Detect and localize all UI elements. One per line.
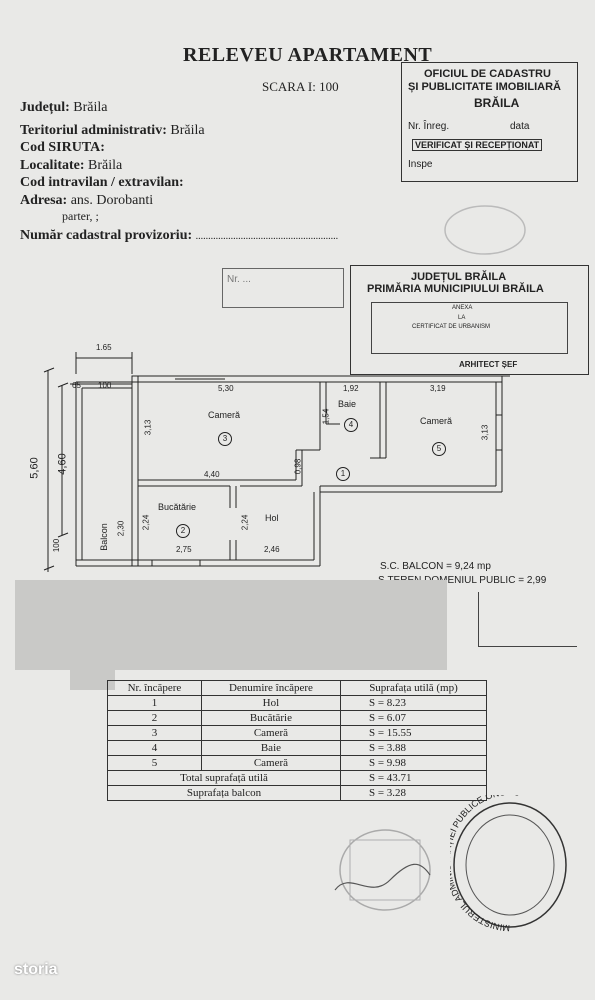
- dim-2-75: 2,75: [176, 545, 192, 554]
- room-label-balcon: Balcon: [98, 523, 109, 551]
- sc-balcon-note: S.C. BALCON = 9,24 mp: [380, 561, 491, 572]
- dim-4-40: 4,40: [204, 470, 220, 479]
- room-number-4: 4: [344, 418, 358, 432]
- room-number-5: 5: [432, 442, 446, 456]
- faint-oval-stamp-icon: [444, 205, 526, 255]
- dim-1-54: 1,54: [321, 408, 331, 425]
- dim-65: 65: [72, 381, 81, 390]
- table-cell: S = 6.07: [339, 710, 488, 726]
- room-number-3: 3: [218, 432, 232, 446]
- table-row: 3 Cameră S = 15.55: [107, 725, 488, 741]
- room-label-baie: Baie: [338, 399, 357, 409]
- dim-5-60: 5,60: [28, 457, 41, 479]
- dim-1-65: 1.65: [96, 343, 112, 352]
- field-intravilan: Cod intravilan / extravilan:: [20, 175, 184, 190]
- dim-4-60: 4,60: [56, 453, 69, 475]
- document-title: RELEVEU APARTAMENT: [183, 44, 433, 66]
- dim-3-13-right: 3,13: [480, 424, 490, 441]
- field-adresa-line2: parter, ;: [62, 209, 99, 223]
- table-cell: S = 8.23: [339, 695, 488, 711]
- table-cell: S = 3.88: [339, 740, 488, 756]
- redacted-area-2: [70, 670, 115, 690]
- table-row: 1 Hol S = 8.23: [107, 695, 488, 711]
- room-label-hol: Hol: [265, 513, 279, 523]
- field-teritoriu: Teritoriul administrativ: Brăila: [20, 123, 205, 138]
- field-siruta: Cod SIRUTA:: [20, 140, 105, 155]
- field-localitate: Localitate: Brăila: [20, 158, 123, 173]
- ministry-seal-icon: MINISTERUL ADMINISTRAȚIEI PUBLICE ONCGC: [450, 795, 567, 933]
- table-cell: Baie: [200, 740, 341, 756]
- dim-100-top: 100: [98, 381, 112, 390]
- room-label-camera-5: Cameră: [420, 416, 453, 426]
- faint-stamp-icon: [334, 829, 431, 911]
- table-header-row: Nr. încăpere Denumire încăpere Suprafața…: [107, 680, 488, 696]
- table-cell: Hol: [200, 695, 341, 711]
- balcon-value: S = 3.28: [339, 785, 488, 801]
- table-header: Nr. încăpere: [107, 680, 202, 696]
- small-faint-stamp: Nr. ...: [222, 268, 344, 308]
- table-cell: 1: [107, 695, 202, 711]
- redacted-area: [15, 580, 447, 670]
- total-label: Total suprafață utilă: [107, 770, 341, 786]
- table-cell: 2: [107, 710, 202, 726]
- total-value: S = 43.71: [339, 770, 488, 786]
- primarie-inner-box: ANEXA LA CERTIFICAT DE URBANISM: [371, 302, 568, 354]
- table-cell: 4: [107, 740, 202, 756]
- room-label-bucatarie: Bucătărie: [158, 502, 197, 512]
- table-cell: 5: [107, 755, 202, 771]
- table-row: 5 Cameră S = 9.98: [107, 755, 488, 771]
- dim-1-92: 1,92: [343, 384, 359, 393]
- table-cell: Cameră: [200, 755, 341, 771]
- table-cell: Cameră: [200, 725, 341, 741]
- room-number-1: 1: [336, 467, 350, 481]
- table-header: Denumire încăpere: [200, 680, 341, 696]
- dim-0-98: 0,98: [293, 458, 303, 475]
- table-header: Suprafața utilă (mp): [339, 680, 488, 696]
- floor-plan: [43, 352, 510, 602]
- ocpi-stamp: OFICIUL DE CADASTRU ȘI PUBLICITATE IMOBI…: [401, 62, 578, 182]
- dim-5-30: 5,30: [218, 384, 234, 393]
- dim-100-left: 100: [52, 538, 62, 553]
- s-teren-note: S.TEREN DOMENIUL PUBLIC = 2,99: [378, 575, 547, 586]
- table-cell: S = 15.55: [339, 725, 488, 741]
- document-scale: SCARA I: 100: [262, 79, 339, 94]
- table-row: 4 Baie S = 3.88: [107, 740, 488, 756]
- primarie-stamp: JUDEȚUL BRĂILA PRIMĂRIA MUNICIPIULUI BRĂ…: [350, 265, 589, 375]
- field-judet: Județul: Brăila: [20, 100, 108, 115]
- room-label-camera-3: Cameră: [208, 410, 241, 420]
- field-adresa: Adresa: ans. Dorobanti: [20, 193, 154, 208]
- dim-3-13-left: 3,13: [143, 419, 153, 436]
- dim-2-30: 2,30: [116, 520, 126, 537]
- dim-2-24-left: 2,24: [141, 514, 151, 531]
- table-cell: S = 9.98: [339, 755, 488, 771]
- table-balcon-row: Suprafața balcon S = 3.28: [107, 785, 488, 801]
- room-number-2: 2: [176, 524, 190, 538]
- field-cadastral: Număr cadastral provizoriu: ............…: [20, 228, 339, 243]
- balcon-label: Suprafața balcon: [107, 785, 341, 801]
- small-annotation-box: [478, 592, 577, 647]
- table-row: 2 Bucătărie S = 6.07: [107, 710, 488, 726]
- table-cell: 3: [107, 725, 202, 741]
- table-cell: Bucătărie: [200, 710, 341, 726]
- svg-text:MINISTERUL ADMINISTRAȚIEI PUBL: MINISTERUL ADMINISTRAȚIEI PUBLICE ONCGC: [450, 795, 521, 933]
- dim-2-24-right: 2,24: [240, 514, 250, 531]
- dim-3-19: 3,19: [430, 384, 446, 393]
- storia-watermark: storia: [14, 961, 58, 978]
- table-total-row: Total suprafață utilă S = 43.71: [107, 770, 488, 786]
- dim-2-46: 2,46: [264, 545, 280, 554]
- surfaces-table: Nr. încăpere Denumire încăpere Suprafața…: [107, 680, 488, 801]
